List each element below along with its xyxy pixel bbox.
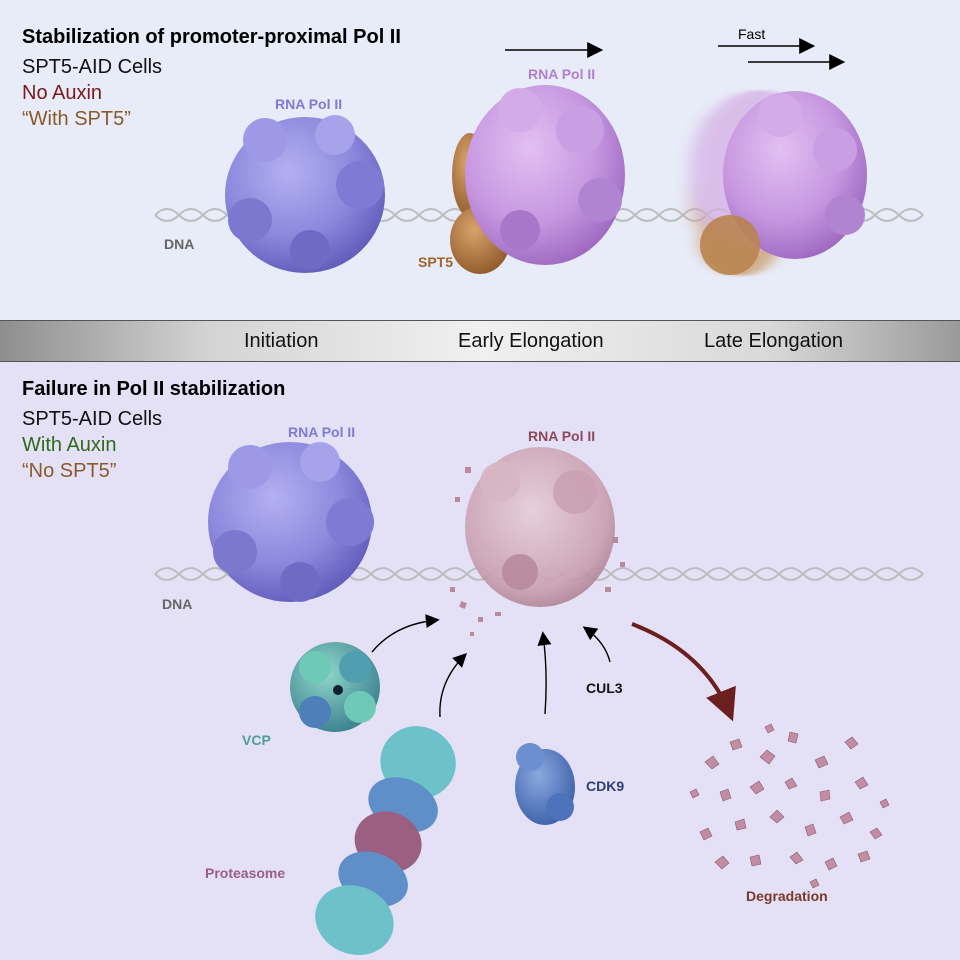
proteasome-complex: [315, 726, 456, 955]
pol2-early-elongation-blob: [450, 85, 625, 274]
top-panel: Stabilization of promoter-proximal Pol I…: [0, 0, 960, 320]
stage-early-elongation: Early Elongation: [458, 330, 604, 352]
vcp-arrow: [371, 614, 440, 653]
fast-label: Fast: [738, 26, 766, 42]
top-illustration: [154, 38, 924, 276]
cul3-label: CUL3: [586, 680, 623, 696]
bottom-dna-label: DNA: [162, 596, 193, 612]
stage-late-elongation: Late Elongation: [704, 330, 844, 352]
vcp-complex: [290, 642, 380, 732]
bottom-pol2-initiation-label: RNA Pol II: [288, 424, 356, 440]
pol2-initiation-blob-bottom: [208, 442, 374, 602]
vcp-label: VCP: [242, 732, 271, 748]
top-condition-label: No Auxin: [22, 82, 103, 104]
degradation-label: Degradation: [746, 888, 828, 904]
top-dna-label: DNA: [164, 236, 195, 252]
bottom-illustration: [154, 442, 924, 955]
degradation-arrow: [631, 622, 736, 722]
stage-bar: Initiation Early Elongation Late Elongat…: [0, 320, 960, 362]
stage-initiation: Initiation: [244, 330, 319, 352]
bottom-condition-label: With Auxin: [22, 434, 117, 456]
proteasome-label: Proteasome: [205, 865, 286, 881]
pol2-late-elongation-blob: [690, 90, 867, 276]
bottom-heading: Failure in Pol II stabilization: [22, 378, 286, 400]
bottom-cells-label: SPT5-AID Cells: [22, 408, 163, 430]
cdk9-arrow: [537, 631, 552, 715]
top-pol2-initiation-label: RNA Pol II: [275, 96, 343, 112]
top-pol2-elongation-label: RNA Pol II: [528, 66, 596, 82]
pol2-degrading-blob: [450, 447, 625, 636]
cdk9-label: CDK9: [586, 778, 625, 794]
proteasome-arrow: [439, 653, 467, 718]
spt5-label: SPT5: [418, 254, 454, 270]
bottom-pol2-degrading-label: RNA Pol II: [528, 428, 596, 444]
top-heading: Stabilization of promoter-proximal Pol I…: [22, 26, 401, 48]
pol2-initiation-blob: [225, 115, 385, 273]
top-state-label: “With SPT5”: [22, 108, 131, 130]
bottom-panel: Failure in Pol II stabilization SPT5-AID…: [0, 362, 960, 960]
cdk9-complex: [515, 743, 575, 825]
cul3-arrow: [582, 626, 611, 663]
top-cells-label: SPT5-AID Cells: [22, 56, 163, 78]
degradation-fragments: [689, 723, 890, 889]
bottom-state-label: “No SPT5”: [22, 460, 117, 482]
